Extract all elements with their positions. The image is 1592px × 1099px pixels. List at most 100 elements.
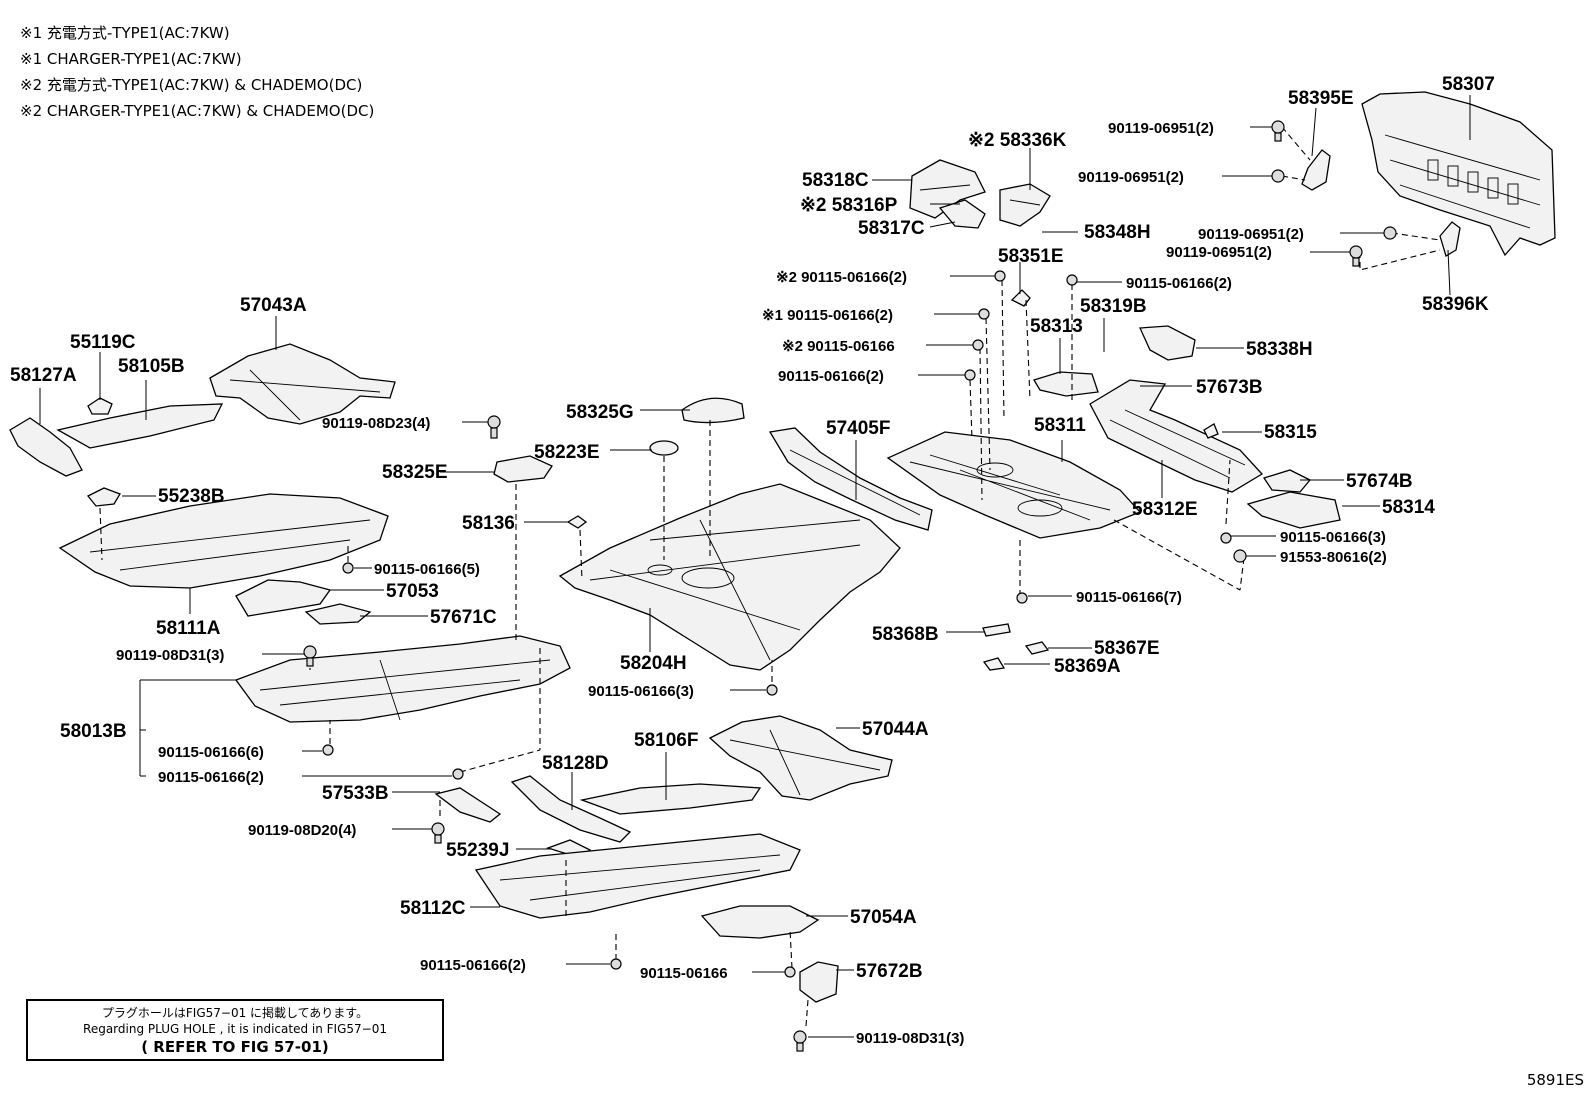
note-line: ※2 充電方式-TYPE1(AC:7KW) & CHADEMO(DC) [20,76,363,94]
label-90119-08D23: 90119-08D23(4) [322,415,430,432]
label-55119C: 55119C [70,332,136,353]
part-58369A [982,657,1006,671]
part-58307-rear-panel [1361,91,1556,257]
label-90115-06166: 90115-06166(3) [588,683,694,700]
label-58127A: 58127A [10,365,77,386]
label-57674B: 57674B [1346,471,1413,492]
part-57053 [235,579,332,617]
label-90115-06166: 90115-06166(6) [158,744,264,761]
part-58311-floor-pan [886,431,1142,539]
label-58223E: 58223E [534,442,600,463]
chargers-notes: ※1 充電方式-TYPE1(AC:7KW) ※1 CHARGER-TYPE1(A… [20,20,374,124]
label-90119-06951: 90119-06951(2) [1166,244,1272,261]
part-58325G [681,397,745,424]
part-58223E [649,440,679,456]
label-58369A: 58369A [1054,656,1121,677]
label-58111A: 58111A [156,618,221,639]
part-58013B [234,635,571,723]
label-57533B: 57533B [322,783,389,804]
label-90119-08D31: 90119-08D31(3) [856,1030,964,1047]
label-58315: 58315 [1264,422,1317,443]
label-58367E: 58367E [1094,638,1160,659]
label-90119-08D20: 90119-08D20(4) [248,822,356,839]
label-57053: 57053 [386,581,439,602]
part-58325E [493,455,553,483]
label-58313: 58313 [1030,316,1083,337]
label-90115-06166: ※2 90115-06166 [782,338,895,355]
leader-lines [39,95,1471,1038]
label-57673B: 57673B [1196,377,1263,398]
reference-note-ref: ( REFER TO FIG 57-01) [141,1038,329,1056]
label-58105B: 58105B [118,356,185,377]
label-90119-08D31: 90119-08D31(3) [116,647,224,664]
label-55238B: 55238B [158,486,225,507]
label-57054A: 57054A [850,907,917,928]
note-line: ※1 充電方式-TYPE1(AC:7KW) [20,24,230,42]
label-90115-06166: 90115-06166(2) [158,769,264,786]
part-58112C [474,833,801,919]
part-58318C-cluster [909,159,1051,229]
label-58351E: 58351E [998,246,1064,267]
label-58106F: 58106F [634,730,698,751]
part-57043A [209,343,396,425]
part-58204H-center-floor [558,483,901,671]
part-58315 [1203,423,1219,439]
label-58013B: 58013B [60,721,127,742]
part-58128D [510,775,632,843]
label-58325E: 58325E [382,462,448,483]
part-55119C [87,397,113,415]
part-58338H [1139,325,1196,361]
label-91553-80616: 91553-80616(2) [1280,549,1387,566]
label-58314: 58314 [1382,497,1435,518]
label-58336K: ※2 58336K [968,130,1067,151]
label-90115-06166: 90115-06166(2) [420,957,526,974]
label-58128D: 58128D [542,753,609,774]
label-90115-06166: 90115-06166 [640,965,728,982]
part-58111A [58,493,389,589]
label-90119-06951: 90119-06951(2) [1198,226,1304,243]
part-58312E [1089,379,1264,493]
label-58311: 58311 [1034,415,1086,436]
part-57044A [708,715,893,801]
label-57044A: 57044A [862,719,929,740]
figure-code: 5891ES [1526,1071,1584,1089]
part-58368B [982,623,1011,637]
part-58105B [56,403,224,449]
label-57043A: 57043A [240,295,307,316]
part-57674B [1262,469,1312,493]
part-58396K [1439,221,1461,257]
note-line: ※1 CHARGER-TYPE1(AC:7KW) [20,50,242,68]
note-line: ※2 CHARGER-TYPE1(AC:7KW) & CHADEMO(DC) [20,102,375,120]
label-57671C: 57671C [430,607,497,628]
part-57405F [768,427,933,531]
label-90115-06166: 90115-06166(5) [374,561,480,578]
part-labels: 58307 58395E 90119-06951(2) 90119-06951(… [10,74,1495,1047]
part-57054A [700,905,820,939]
label-58319B: 58319B [1080,296,1147,317]
label-58318C: 58318C [802,170,869,191]
label-58136: 58136 [462,513,515,534]
part-58313 [1033,371,1099,397]
label-90119-06951: 90119-06951(2) [1108,120,1214,137]
reference-note-en: Regarding PLUG HOLE , it is indicated in… [83,1022,387,1036]
reference-note-box: プラグホールはFIG57−01 に掲載してあります。 Regarding PLU… [26,999,444,1061]
label-90115-06166: 90115-06166(3) [1280,529,1386,546]
label-58368B: 58368B [872,624,939,645]
part-58395E [1301,149,1331,191]
label-90115-06166: 90115-06166(2) [1126,275,1232,292]
label-58325G: 58325G [566,402,634,423]
part-58136 [566,515,588,529]
part-57672B [799,961,839,1003]
label-90115-06166: ※1 90115-06166(2) [762,307,893,324]
label-57672B: 57672B [856,961,923,982]
label-55239J: 55239J [446,840,509,861]
label-58395E: 58395E [1288,88,1354,109]
bolts [303,120,1397,1052]
part-58314 [1246,491,1341,529]
reference-note-jp: プラグホールはFIG57−01 に掲載してあります。 [101,1006,369,1020]
part-57533B [434,787,502,823]
label-58112C: 58112C [400,898,466,919]
label-58396K: 58396K [1422,294,1489,315]
label-58317C: 58317C [858,218,925,239]
